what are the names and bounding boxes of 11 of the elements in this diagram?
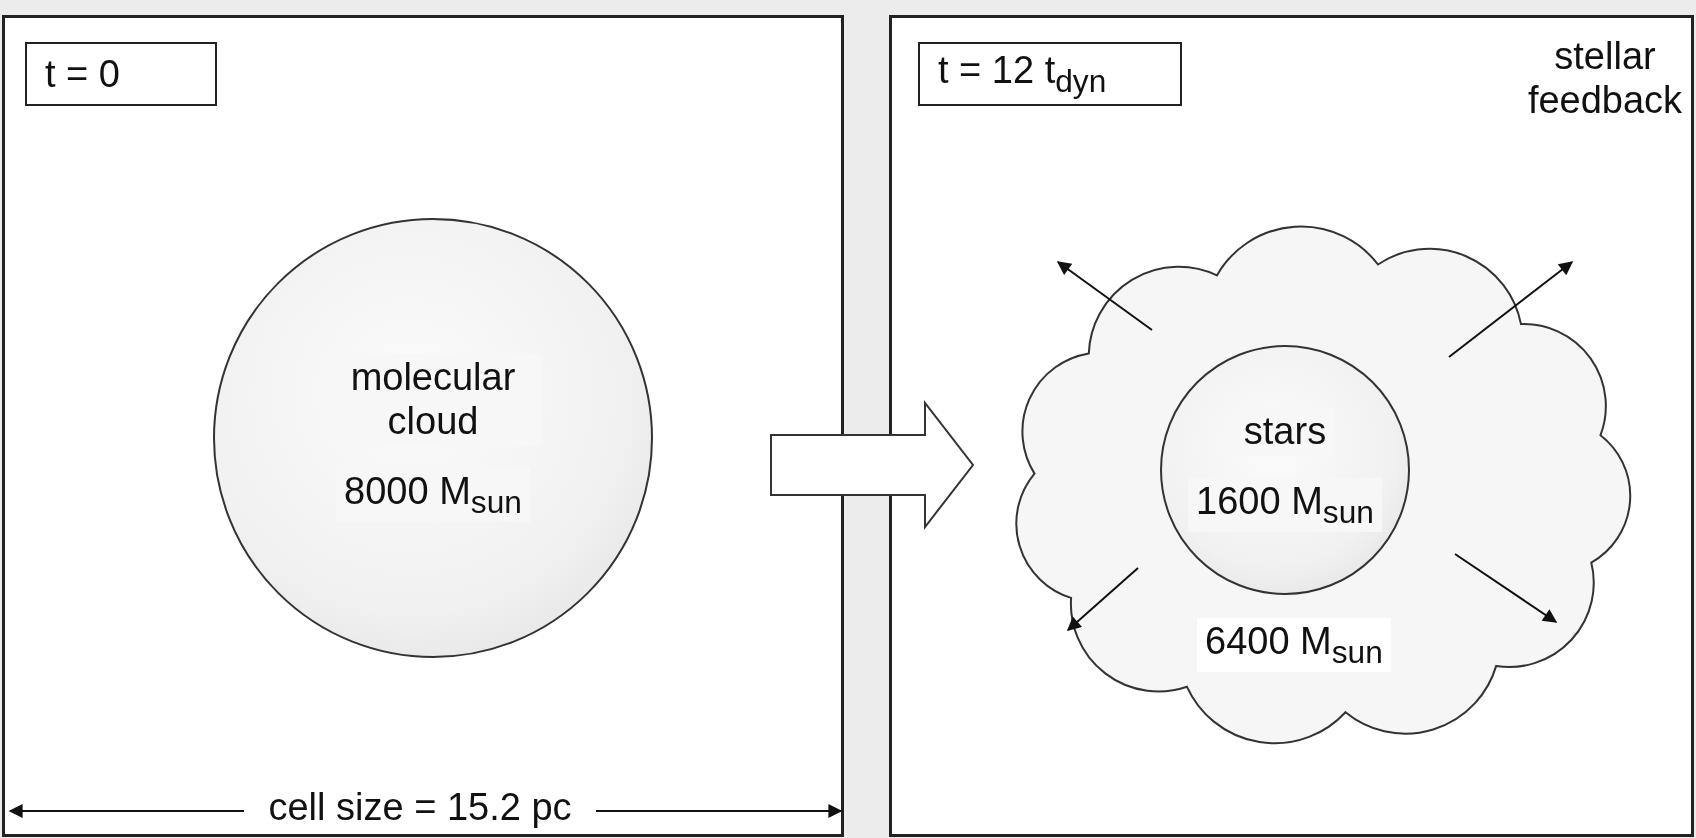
node-text: 6400 M$_{sun}$	[1197, 618, 1391, 672]
block-arrow	[770, 400, 975, 530]
time-label	[25, 42, 217, 106]
annotation-text: stellar feedback	[1526, 35, 1684, 123]
panel	[2, 15, 844, 837]
node-text: 1600 M$_{sun}$	[1188, 477, 1382, 532]
time-label	[918, 42, 1182, 106]
time-text: t = 12 t$_{dyn}$	[938, 48, 1107, 100]
dimension-label: cell size = 15.2 pc	[267, 786, 573, 830]
panel	[889, 15, 1694, 837]
time-text: t = 0	[45, 52, 120, 96]
